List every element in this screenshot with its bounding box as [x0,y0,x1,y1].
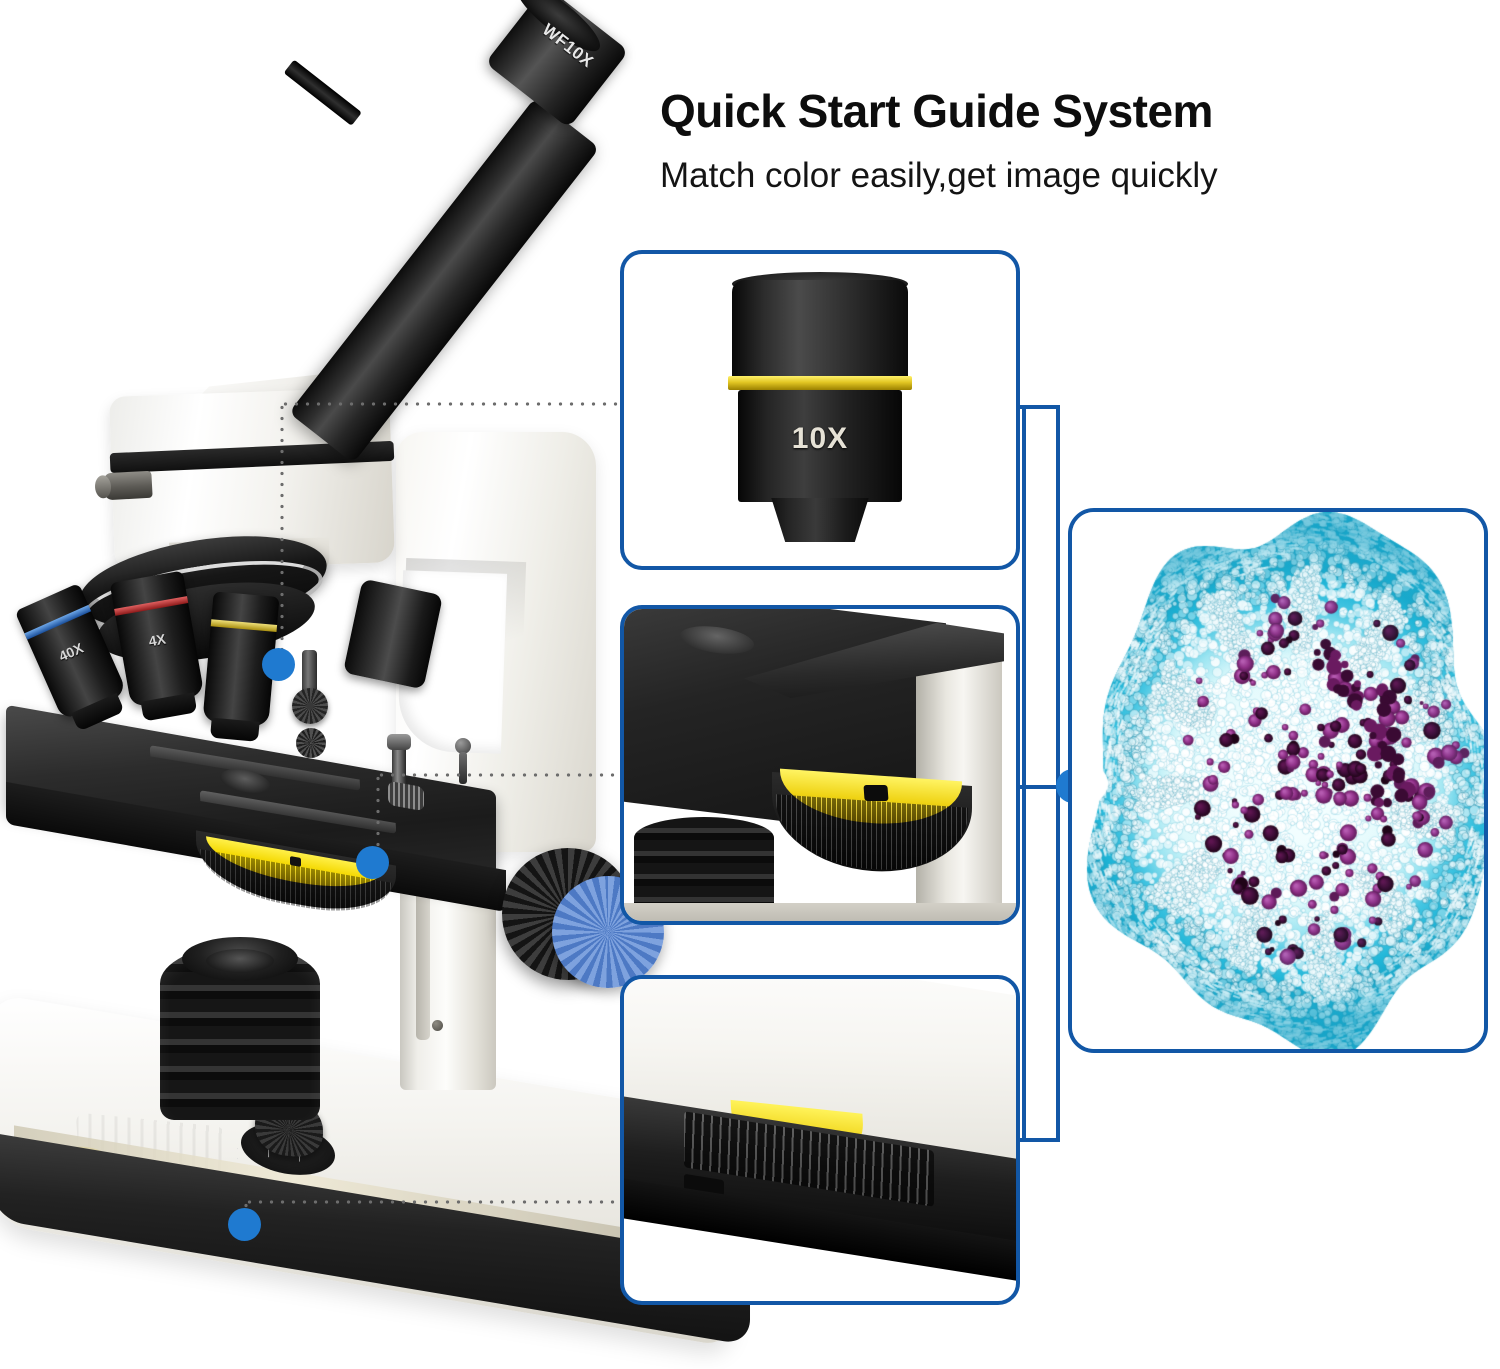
connector-base-riser [1056,785,1060,1142]
anchor-dot-stage[interactable] [356,846,389,879]
objective-40x-label: 40X [56,639,86,665]
callout-base-dial[interactable] [620,975,1020,1305]
objective-4x-label: 4X [147,630,167,650]
condenser-index-mark [290,856,301,867]
leader-line-eyepiece-horizontal [280,402,618,406]
objective-barrel-top [732,280,908,388]
objective-magnification-label: 10X [791,422,849,455]
objective-10x-band [210,619,278,632]
objective-40x-band [24,604,92,640]
head-lock-screw[interactable] [103,470,153,501]
objective-nose-tip [771,498,869,542]
eyepiece-tube [288,97,600,464]
objective-10x-tip [210,717,260,742]
leader-line-eyepiece-vertical [280,402,284,660]
stage-post-right [387,734,411,788]
leader-line-stage-horizontal [376,773,618,777]
anchor-dot-base[interactable] [228,1208,261,1241]
objective-barrel-mid [738,390,902,502]
stage-knob-upper[interactable] [292,688,328,724]
objective-yellow-band [728,376,912,390]
callout-objective-10x[interactable]: 10X [620,250,1020,570]
anchor-dot-eyepiece[interactable] [262,648,295,681]
stage-knob-lower[interactable] [296,728,326,758]
callout-stage-focus[interactable] [620,605,1020,925]
callout-stage-base [624,903,1016,921]
page-title: Quick Start Guide System [660,85,1213,137]
stage-screw-right [455,738,471,784]
callout-stage-index-mark [863,784,889,802]
connector-eyepiece-stub [1018,405,1060,409]
connector-base-stub [1018,1138,1060,1142]
specimen-image [1072,512,1484,1049]
leader-line-stage-vertical [376,773,380,865]
illuminator-lens [206,949,274,973]
microscope-illustration: · | | · [0,0,750,1369]
connector-stage-stub [1018,785,1074,789]
leader-line-base-horizontal [244,1200,618,1204]
objective-4x-band [114,596,189,616]
pillar-screw [432,1020,443,1031]
eyepiece-tube-ring [283,59,362,126]
stage-post-upper [302,650,317,698]
specimen-preview[interactable] [1068,508,1488,1053]
page-subtitle: Match color easily,get image quickly [660,156,1218,195]
objective-10x-photo: 10X [728,272,912,542]
connector-main-bus [1022,405,1026,1142]
objective-4x-tip [141,692,197,722]
connector-eyepiece-riser [1056,405,1060,787]
